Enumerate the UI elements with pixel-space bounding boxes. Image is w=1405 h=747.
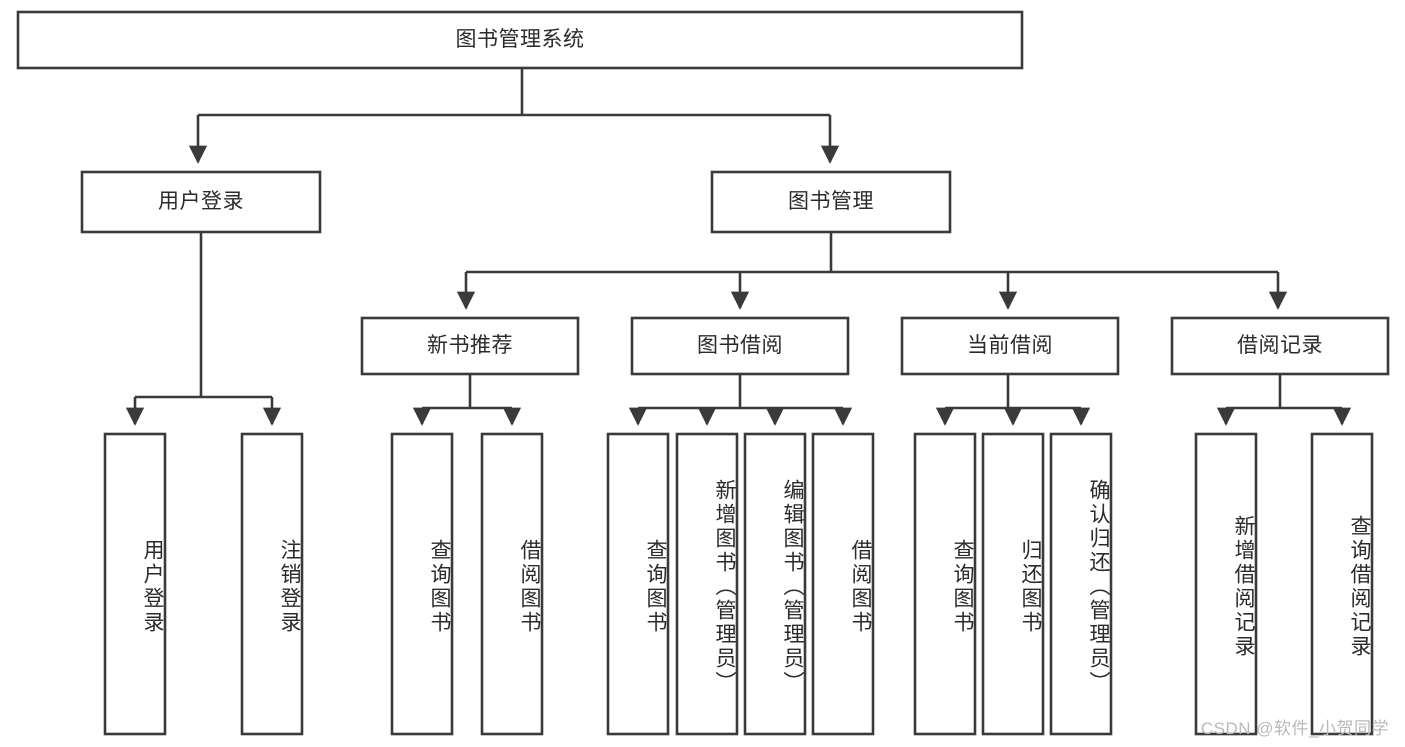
node-box-leaf-6[interactable] <box>743 432 807 736</box>
node-box-root[interactable] <box>16 10 1024 70</box>
connector-user-login-to-leaves <box>125 232 282 426</box>
node-box-leaf-2[interactable] <box>390 432 454 736</box>
node-box-leaf-10[interactable] <box>1049 432 1113 736</box>
connector-current-borrow-to-leaves <box>935 374 1091 426</box>
connector-records-to-leaves <box>1216 374 1352 426</box>
node-box-leaf-1[interactable] <box>240 432 304 736</box>
node-box-leaf-5[interactable] <box>675 432 739 736</box>
node-box-leaf-4[interactable] <box>606 432 670 736</box>
connector-borrow-to-leaves <box>628 374 853 426</box>
node-box-leaf-8[interactable] <box>913 432 977 736</box>
connector-book-mgmt-to-level2 <box>456 232 1288 310</box>
node-box-leaf-3[interactable] <box>480 432 544 736</box>
node-box-l2-0[interactable] <box>360 316 580 376</box>
node-box-leaf-9[interactable] <box>981 432 1045 736</box>
node-box-l2-2[interactable] <box>900 316 1120 376</box>
node-box-l1-0[interactable] <box>80 170 322 234</box>
node-box-l2-1[interactable] <box>630 316 850 376</box>
node-box-leaf-12[interactable] <box>1310 432 1374 736</box>
node-box-leaf-7[interactable] <box>811 432 875 736</box>
node-box-leaf-0[interactable] <box>103 432 167 736</box>
node-box-l2-3[interactable] <box>1170 316 1390 376</box>
connector-root-to-level1 <box>188 68 840 164</box>
connector-new-book-to-leaves <box>412 374 522 426</box>
node-box-leaf-11[interactable] <box>1194 432 1258 736</box>
node-box-l1-1[interactable] <box>710 170 952 234</box>
